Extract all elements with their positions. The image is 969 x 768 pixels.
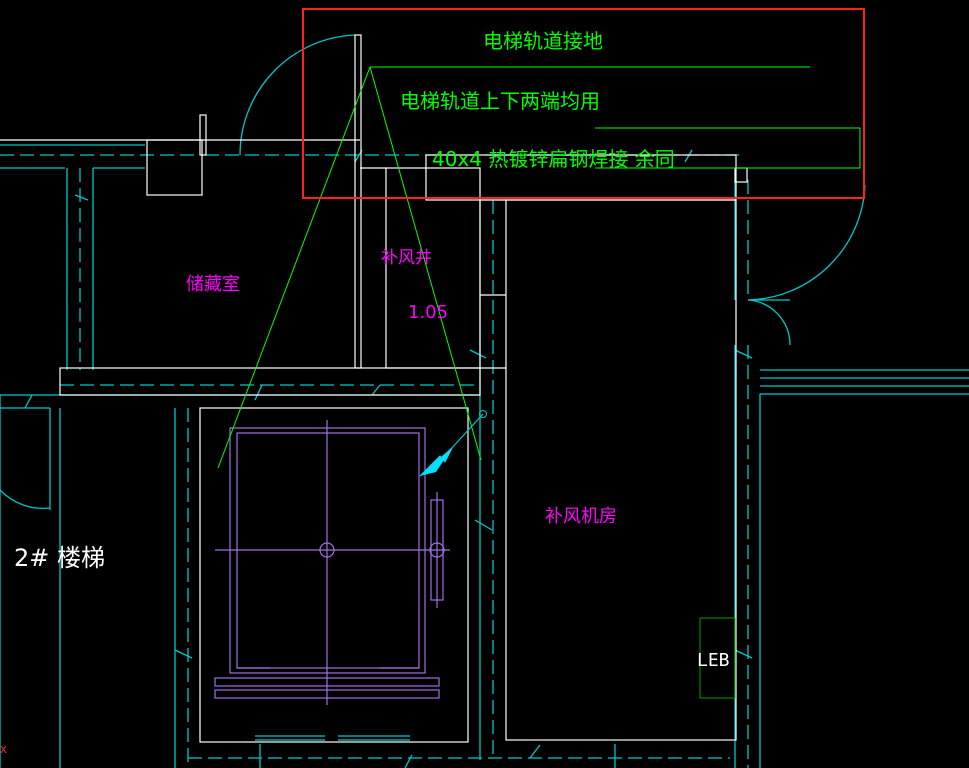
level-label: 1.05 [408, 302, 448, 323]
annotation-title: 电梯轨道接地 [483, 29, 603, 53]
room-label-stair: 2# 楼梯 [14, 544, 105, 572]
grounding-leaders [217, 66, 861, 699]
elevator-car [214, 420, 450, 705]
annotation-line1: 电梯轨道上下两端均用 [400, 89, 600, 113]
white-outlines [0, 34, 748, 743]
room-label-air-shaft: 补风井 [381, 248, 432, 268]
cyan-walls [0, 34, 969, 768]
axis-marker: x [0, 742, 7, 756]
highlight-box [302, 8, 865, 199]
room-label-storage: 储藏室 [186, 274, 240, 295]
annotation-line2: 40x4 热镀锌扁钢焊接 余同 [432, 147, 675, 171]
room-label-air-room: 补风机房 [545, 506, 617, 527]
leb-label: LEB [697, 650, 730, 671]
grounding-arrow [419, 410, 487, 477]
